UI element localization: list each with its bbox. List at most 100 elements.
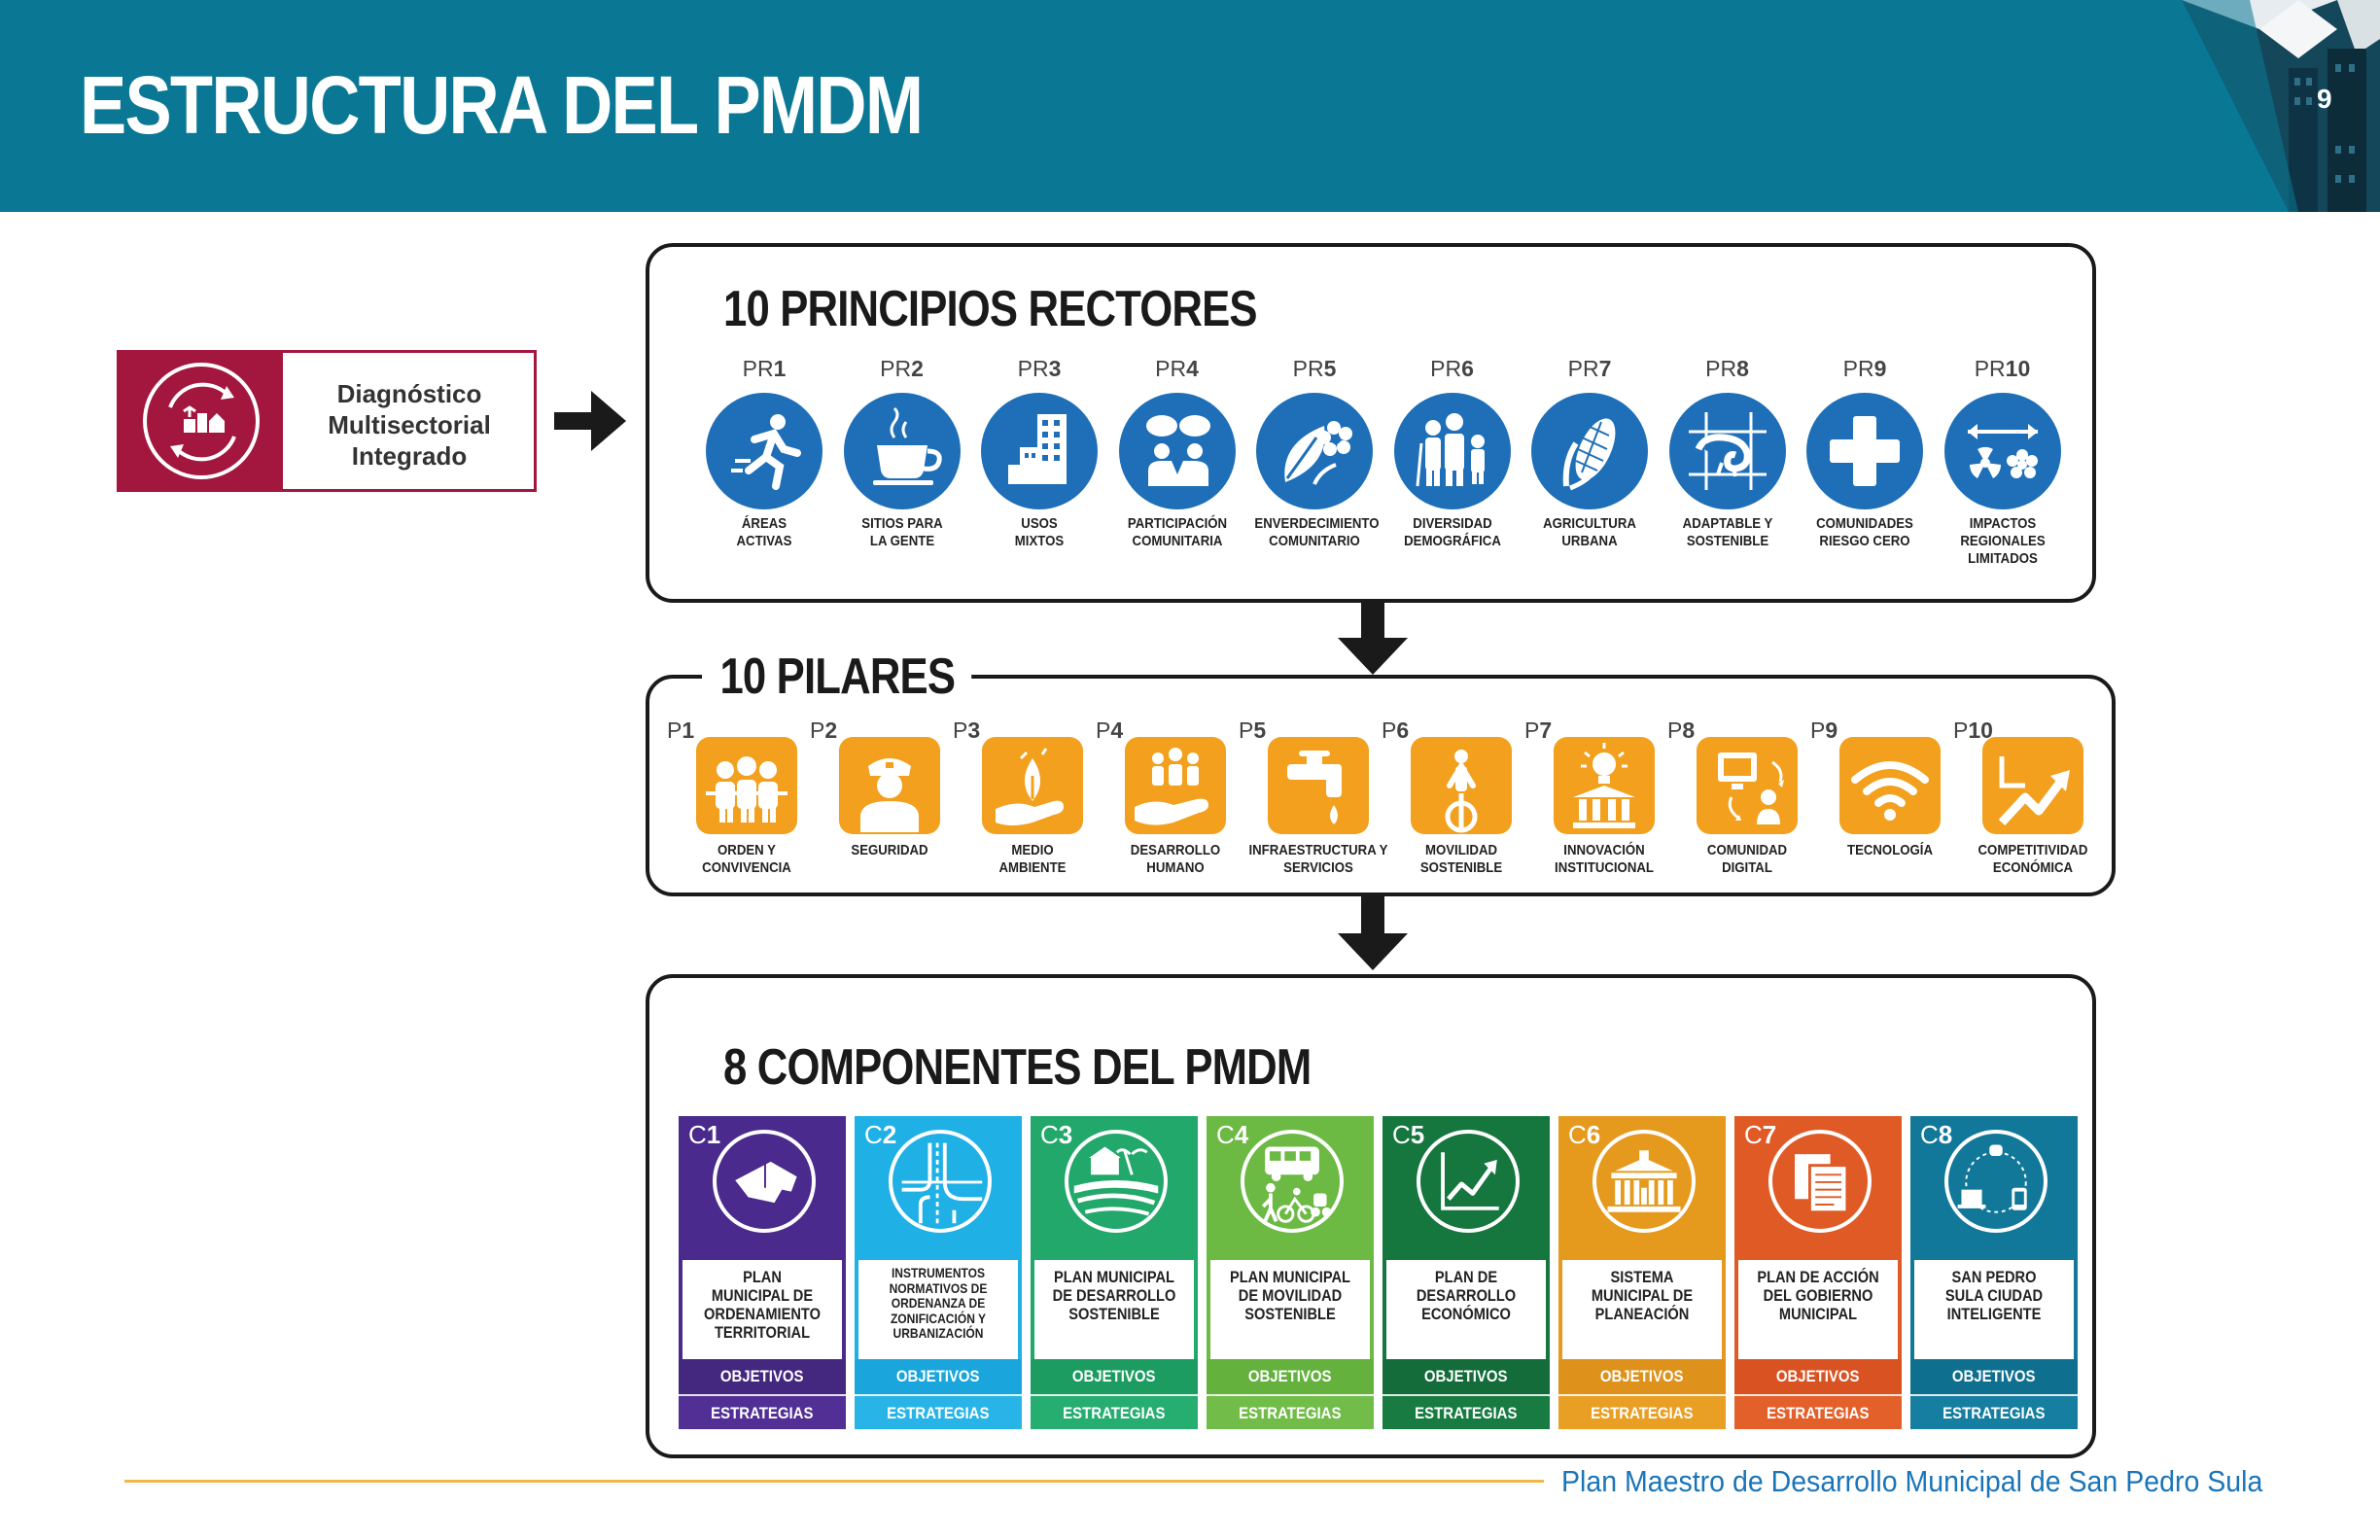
- code-prefix: PR: [1017, 356, 1049, 381]
- componente-code: C7: [1744, 1120, 1776, 1150]
- chameleon-icon: [1688, 412, 1767, 490]
- documents-icon: [1795, 1154, 1849, 1214]
- code-prefix: P: [1239, 718, 1254, 743]
- pilar-code: P5: [1239, 718, 1266, 744]
- family-icon: [1416, 413, 1485, 487]
- objetivos-band[interactable]: OBJETIVOS: [1382, 1359, 1550, 1394]
- estrategias-band[interactable]: ESTRATEGIAS: [1558, 1394, 1726, 1429]
- pilar-icon-tile: [1554, 737, 1655, 834]
- principio-label-line: LIMITADOS: [1967, 550, 2038, 567]
- objetivos-label: OBJETIVOS: [1248, 1367, 1332, 1385]
- code-number: 9: [1873, 356, 1887, 381]
- estrategias-band[interactable]: ESTRATEGIAS: [1031, 1394, 1198, 1429]
- code-prefix: PR: [1842, 356, 1874, 381]
- diagnostico-icon-block: [120, 353, 283, 489]
- code-number: 3: [967, 718, 981, 743]
- principio-label-line: COMUNIDADES: [1816, 515, 1913, 532]
- estrategias-band[interactable]: ESTRATEGIAS: [1734, 1394, 1902, 1429]
- code-number: 1: [773, 356, 787, 381]
- objetivos-label: OBJETIVOS: [1424, 1367, 1508, 1385]
- componente-header: C2: [855, 1116, 1022, 1260]
- pilar-icon-tile: [982, 737, 1083, 834]
- code-number: 2: [882, 1120, 897, 1149]
- principio-circle: [706, 393, 822, 509]
- componente-label-line: PLANEACIÓN: [1594, 1305, 1690, 1323]
- estrategias-label: ESTRATEGIAS: [1239, 1404, 1342, 1422]
- principio-label-line: REGIONALES: [1959, 533, 2046, 549]
- pilar-icon-tile: [1125, 737, 1226, 834]
- code-number: 8: [1938, 1120, 1953, 1149]
- code-prefix: P: [1524, 718, 1540, 743]
- estrategias-band[interactable]: ESTRATEGIAS: [1207, 1394, 1374, 1429]
- principio-circle: [981, 393, 1098, 509]
- page-title: ESTRUCTURA DEL PMDM: [80, 59, 924, 151]
- principio-code: PR2: [834, 356, 970, 385]
- estrategias-label: ESTRATEGIAS: [1415, 1404, 1518, 1422]
- componente-label-line: URBANIZACIÓN: [892, 1325, 984, 1341]
- estrategias-band[interactable]: ESTRATEGIAS: [855, 1394, 1022, 1429]
- code-prefix: C: [864, 1120, 883, 1149]
- estrategias-band[interactable]: ESTRATEGIAS: [1910, 1394, 2078, 1429]
- code-prefix: PR: [742, 356, 774, 381]
- estrategias-label: ESTRATEGIAS: [711, 1404, 814, 1422]
- estrategias-band[interactable]: ESTRATEGIAS: [679, 1394, 846, 1429]
- componente-label-line: ORDENANZA DE: [891, 1295, 986, 1311]
- code-prefix: PR: [1974, 356, 2006, 381]
- pilar-label: SEGURIDAD: [820, 842, 960, 859]
- smart-city-icon: [1957, 1144, 2027, 1213]
- code-number: 6: [1461, 356, 1474, 381]
- objetivos-band[interactable]: OBJETIVOS: [1734, 1359, 1902, 1394]
- diagnostico-line-3: Integrado: [351, 441, 468, 471]
- objetivos-band[interactable]: OBJETIVOS: [1558, 1359, 1726, 1394]
- estrategias-label: ESTRATEGIAS: [887, 1404, 990, 1422]
- objetivos-band[interactable]: OBJETIVOS: [679, 1359, 846, 1394]
- hand-people-icon: [1135, 748, 1208, 825]
- code-prefix: PR: [1430, 356, 1462, 381]
- objetivos-band[interactable]: OBJETIVOS: [1031, 1359, 1198, 1394]
- objetivos-band[interactable]: OBJETIVOS: [855, 1359, 1022, 1394]
- pilar-code: P9: [1810, 718, 1838, 744]
- componente-code: C1: [688, 1120, 720, 1150]
- principio-label-line: IMPACTOS: [1969, 515, 2036, 532]
- componente-label-line: MUNICIPAL DE: [1591, 1286, 1694, 1305]
- principio-label-line: RIESGO CERO: [1819, 533, 1910, 549]
- pilar-label-line: AMBIENTE: [998, 859, 1067, 876]
- pilar-icon-tile: [839, 737, 940, 834]
- coffee-cup-icon: [872, 406, 942, 485]
- city-hall-icon: [1607, 1150, 1681, 1212]
- pilar-icon-tile: [1839, 737, 1941, 834]
- code-number: 2: [824, 718, 838, 743]
- objetivos-band[interactable]: OBJETIVOS: [1207, 1359, 1374, 1394]
- objetivos-label: OBJETIVOS: [896, 1367, 980, 1385]
- estrategias-band[interactable]: ESTRATEGIAS: [1382, 1394, 1550, 1429]
- pilar-code: P1: [667, 718, 694, 744]
- objetivos-band[interactable]: OBJETIVOS: [1910, 1359, 2078, 1394]
- digital-community-icon: [1718, 752, 1784, 824]
- estrategias-label: ESTRATEGIAS: [1767, 1404, 1870, 1422]
- principio-label-line: MIXTOS: [1014, 533, 1065, 549]
- estrategias-label: ESTRATEGIAS: [1942, 1404, 2046, 1422]
